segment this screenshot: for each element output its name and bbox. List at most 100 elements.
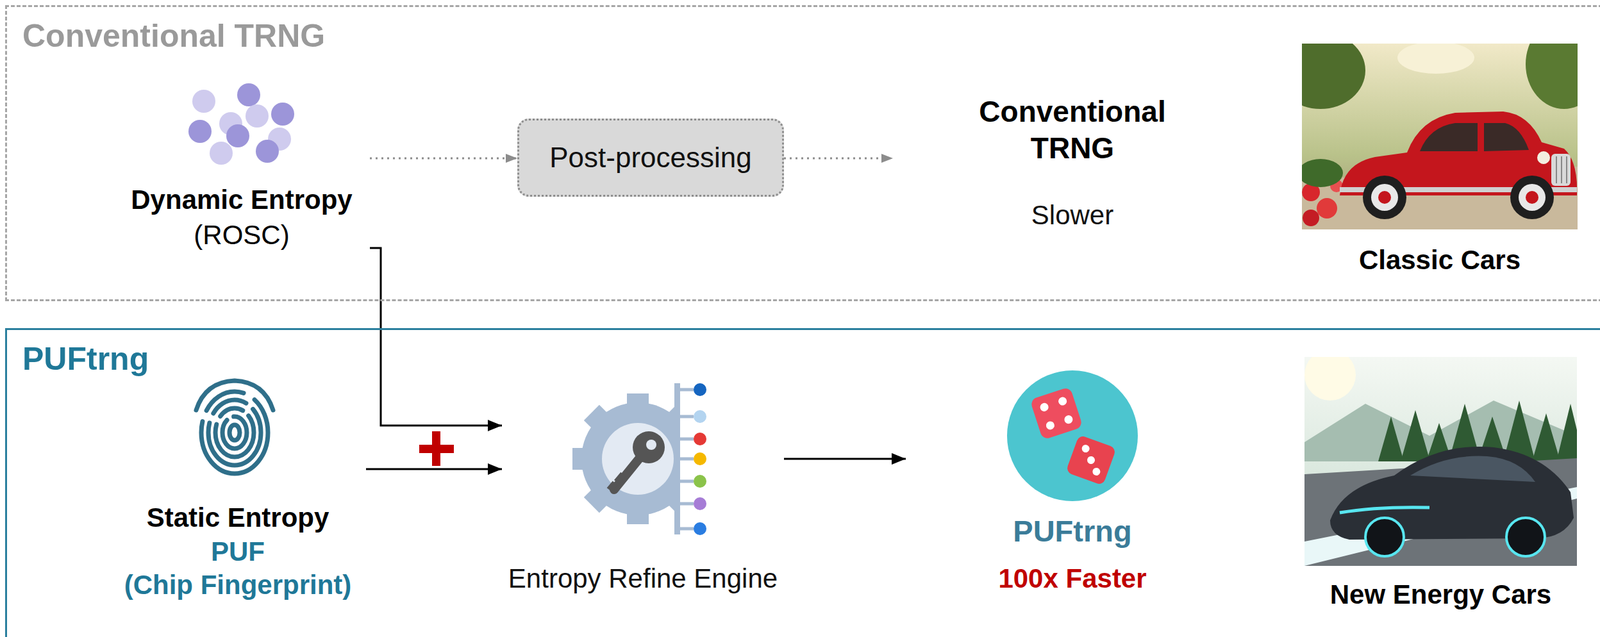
- refine-engine-icon: [693, 432, 707, 446]
- refine-engine-icon: [646, 439, 657, 450]
- classic-car-photo: [1362, 175, 1407, 220]
- refine-engine-icon: [679, 527, 694, 531]
- dice-icon: [1007, 370, 1138, 502]
- connector-arrow: [783, 157, 893, 160]
- region-title: Conventional TRNG: [22, 19, 1597, 52]
- image-caption: New Energy Cars: [1304, 577, 1577, 613]
- region-title: PUFtrng: [22, 342, 1597, 375]
- dice-icon: [1029, 386, 1083, 440]
- refine-engine-icon: [674, 383, 681, 535]
- fingerprint-icon: [196, 380, 274, 411]
- refine-engine-icon: [693, 475, 707, 488]
- dice-icon: [1029, 386, 1083, 440]
- entropy-dots: [245, 104, 269, 128]
- refine-engine-icon: [632, 431, 665, 464]
- classic-car-photo: [1537, 151, 1550, 165]
- new-energy-car-photo: [1365, 517, 1404, 557]
- dice-icon: [1085, 455, 1096, 465]
- classic-car-photo: [1551, 153, 1571, 186]
- entropy-source: Dynamic Entropy(ROSC): [113, 76, 370, 261]
- dice-icon: [1080, 443, 1091, 454]
- node-title: Static Entropy: [109, 501, 367, 536]
- new-energy-car-photo: [1400, 410, 1431, 462]
- new-energy-car-photo: [1506, 517, 1545, 557]
- entropy-dots: [192, 89, 216, 113]
- classic-car-photo: [1525, 191, 1539, 204]
- new-energy-car-photo: [1378, 416, 1404, 462]
- node-subtitle: PUF: [109, 535, 367, 570]
- refine-engine-icon: [607, 480, 618, 492]
- classic-car-photo: [1302, 209, 1320, 227]
- refine-engine-icon: [693, 383, 707, 397]
- classic-car-photo: [1371, 183, 1399, 211]
- image-caption: Classic Cars: [1301, 242, 1578, 279]
- new-energy-car-photo: [1304, 357, 1356, 401]
- fingerprint-icon: [201, 391, 268, 474]
- refine-engine-icon: [614, 456, 642, 490]
- new-energy-car-photo: [1304, 357, 1577, 567]
- output-block: PUFtrng100x Faster: [905, 358, 1240, 597]
- connector-arrow: [366, 468, 502, 471]
- classic-car-photo: [1301, 43, 1578, 230]
- classic-car-photo: [1560, 156, 1563, 184]
- plus-sign: [419, 431, 454, 467]
- refine-engine-icon: [583, 405, 615, 436]
- classic-car-photo: [1378, 191, 1392, 204]
- node-subtitle: (ROSC): [113, 217, 370, 254]
- dice-icon: [1007, 370, 1138, 502]
- node-title: Conventional TRNG: [950, 93, 1195, 167]
- refine-engine-icon: [572, 448, 593, 470]
- refine-engine-icon: [679, 502, 694, 506]
- refine-engine-icon: [614, 472, 626, 485]
- classic-car-photo: [1419, 123, 1478, 152]
- new-energy-car-photo: [1556, 403, 1577, 462]
- classic-car-photo: [1316, 198, 1338, 219]
- refine-engine-icon: [572, 383, 707, 536]
- speed-label: 100x Faster: [905, 561, 1240, 597]
- image-panel: Classic Cars: [1301, 43, 1578, 279]
- dice-icon: [1039, 401, 1050, 413]
- dice-icon: [1091, 466, 1102, 477]
- classic-car-photo: [1397, 43, 1475, 74]
- classic-car-photo: [1555, 156, 1558, 184]
- classic-car-photo: [1510, 175, 1554, 220]
- node-subtitle: (Chip Fingerprint): [109, 568, 367, 603]
- refine-engine-icon: [679, 480, 694, 484]
- new-energy-car-photo: [1339, 507, 1430, 513]
- refine-engine-icon: [626, 503, 649, 525]
- fingerprint-icon: [229, 425, 240, 441]
- new-energy-car-photo: [1410, 456, 1536, 483]
- fingerprint-icon: [196, 380, 274, 474]
- dice-icon: [1063, 414, 1074, 425]
- engine-block: Entropy Refine Engine: [501, 378, 784, 597]
- refine-engine-icon: [572, 393, 679, 525]
- refine-engine-icon: [679, 389, 694, 529]
- entropy-dots: [226, 124, 250, 148]
- refine-engine-icon: [679, 437, 694, 442]
- entropy-dots: [209, 141, 233, 165]
- refine-engine-icon: [693, 497, 707, 511]
- dice-icon: [1065, 434, 1117, 486]
- entropy-dots: [255, 139, 279, 163]
- refine-engine-icon: [581, 402, 679, 516]
- connector-arrow: [369, 248, 502, 426]
- image-panel: New Energy Cars: [1304, 357, 1577, 613]
- entropy-source: Static EntropyPUF(Chip Fingerprint): [109, 371, 367, 603]
- plus-sign: [432, 431, 441, 467]
- region-panel: Conventional TRNG Dynamic Entropy(ROSC) Po…: [5, 5, 1600, 302]
- refine-engine-icon: [693, 410, 707, 424]
- connector-arrow: [369, 157, 518, 160]
- classic-car-photo: [1301, 158, 1343, 188]
- output-block: Conventional TRNG Slower: [892, 89, 1252, 234]
- refine-engine-icon: [626, 393, 649, 415]
- connector-arrow: [783, 458, 906, 461]
- region-panel: PUFtrngStatic EntropyPUF(Chip Fingerprin…: [5, 328, 1600, 637]
- node-subtitle: Slower: [892, 198, 1252, 234]
- refine-engine-icon: [693, 522, 707, 536]
- classic-car-photo: [1525, 43, 1578, 109]
- classic-car-photo: [1518, 183, 1546, 211]
- entropy-dots: [188, 83, 295, 165]
- node-title: Dynamic Entropy: [113, 182, 370, 218]
- refine-engine-icon: [679, 388, 694, 392]
- process-box: Post-processing: [517, 118, 784, 197]
